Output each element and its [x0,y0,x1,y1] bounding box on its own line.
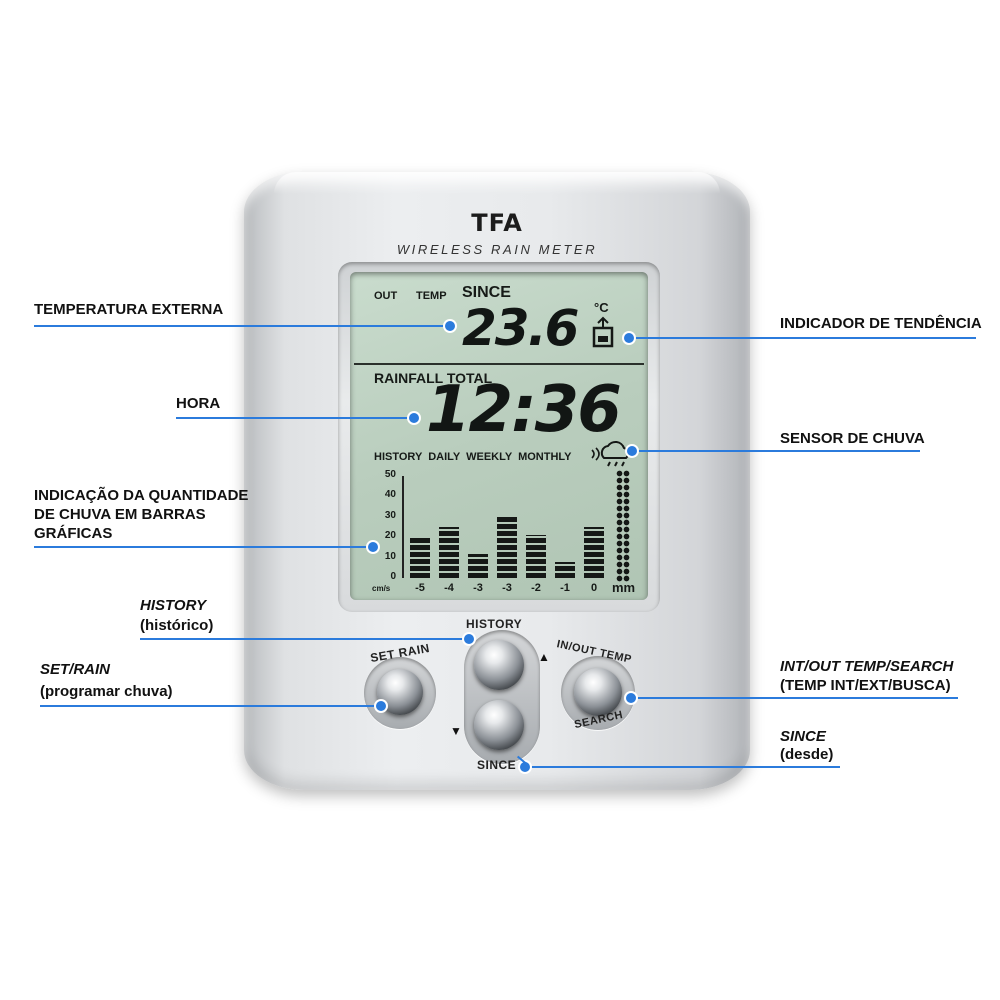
chart-x-tick: -4 [444,582,454,594]
lcd-screen: OUT TEMP SINCE 23.6 °C RAINFALL TOTAL 12… [350,272,648,600]
chart-bar [584,527,604,578]
chart-bar [410,537,430,578]
callout-dot-hora [409,413,419,423]
chart-bar [497,516,517,578]
callout-dot-indicacao [368,542,378,552]
chart-x-tick: -2 [531,582,541,594]
lcd-divider [354,363,644,365]
callout-line-sensor [632,450,920,452]
chart-x-tick: 0 [590,582,598,594]
lcd-bezel: OUT TEMP SINCE 23.6 °C RAINFALL TOTAL 12… [338,262,660,612]
lcd-out-label: OUT [374,290,398,302]
chart-x-tick: -1 [560,582,570,594]
callout-history: HISTORY [140,597,207,614]
callout-temperatura-externa: TEMPERATURA EXTERNA [34,301,224,318]
chart-x-unit: mm [612,580,636,595]
callout-dot-tendencia [624,333,634,343]
rain-sensor-icon [591,441,629,467]
in-out-temp-search-button[interactable] [574,668,622,716]
up-arrow-icon: ▲ [538,650,550,664]
chart-bar [468,553,488,578]
chart-y-tick: 30 [384,509,396,521]
callout-programar-chuva: (programar chuva) [40,683,173,700]
callout-line-set-rain [40,705,382,707]
callout-line-temperatura [34,325,450,327]
callout-desde: (desde) [780,746,834,763]
chart-y-tick: 40 [384,489,396,501]
since-down-button[interactable] [474,700,524,750]
callout-line-tendencia [628,337,976,339]
callout-line-hora [176,417,412,419]
callout-indicacao-linha-2: DE CHUVA EM BARRAS [34,506,206,523]
callout-temp-int-ext: (TEMP INT/EXT/BUSCA) [780,677,951,694]
chart-y-axis [402,476,404,578]
callout-set-rain: SET/RAIN [40,661,111,678]
trend-indicator-icon [592,316,614,348]
callout-dot-set-rain [376,701,386,711]
model-name: WIRELESS RAIN METER [396,242,598,257]
chart-y-unit: cm/s [372,584,391,593]
callout-line-since [526,766,840,768]
callout-indicador-tendencia: INDICADOR DE TENDÊNCIA [780,315,982,332]
callout-indicacao-linha-3: GRÁFICAS [34,525,113,542]
callout-dot-history [464,634,474,644]
chart-y-tick: 50 [384,469,396,480]
lcd-temp-label: TEMP [416,290,447,302]
temperature-unit: °C [594,300,609,315]
down-arrow-icon: ▼ [450,724,462,738]
brand-logo: TFA [471,209,523,237]
callout-line-history [140,638,470,640]
rain-level-dot-column [616,470,630,582]
callout-historico: (histórico) [140,617,214,634]
callout-dot-since [520,762,530,772]
callout-line-indicacao [34,546,372,548]
callout-hora: HORA [176,395,221,412]
callout-dot-int-out [626,693,636,703]
callout-int-out-temp: INT/OUT TEMP/SEARCH [780,658,954,675]
since-button-label: SINCE [477,758,517,772]
callout-line-int-out [630,697,958,699]
chart-bar [555,561,575,578]
chart-y-tick: 10 [384,550,396,562]
chart-bar [439,527,459,578]
chart-x-tick: -3 [473,582,483,594]
chart-x-tick: -5 [415,582,425,594]
chart-y-tick: 0 [390,571,396,582]
callout-indicacao-linha-1: INDICAÇÃO DA QUANTIDADE [34,487,249,504]
callout-dot-temperatura [445,321,455,331]
history-up-button[interactable] [474,640,524,690]
chart-x-tick: -3 [502,582,512,594]
history-button-label: HISTORY [466,617,523,631]
history-mode-labels: HISTORY DAILY WEEKLY MONTHLY [374,451,572,463]
rainfall-total-label: RAINFALL TOTAL [374,370,493,386]
time-value: 12:36 [426,373,622,447]
chart-bar [526,535,546,578]
callout-dot-sensor [627,446,637,456]
callout-sensor-chuva: SENSOR DE CHUVA [780,430,925,447]
outdoor-temperature-value: 23.6 [462,299,579,357]
chart-y-tick: 20 [384,530,396,542]
callout-since: SINCE [780,728,826,745]
lcd-since-label: SINCE [462,284,511,301]
